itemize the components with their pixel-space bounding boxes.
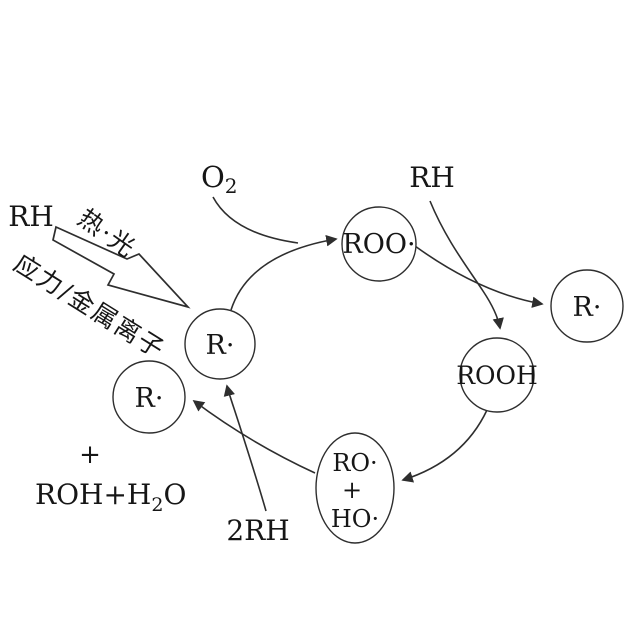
node-ro-ho: RO· + HO· [315,432,395,544]
arrow-roho-to-r-left [192,399,316,474]
arrow-2rh-to-r-main [223,384,267,512]
node-r-main-circle [184,308,256,380]
arrow-roo-to-r-branch [414,245,544,308]
node-roo: ROO· [341,206,417,282]
byproduct-roh-h2o-label: ROH+H2O [35,478,186,516]
two-rh-label: 2RH [226,514,289,547]
node-r-branch-circle [550,269,624,343]
node-rooh-label: ROOH [456,361,538,390]
node-r-main-label: R· [206,330,235,361]
node-r-left: R· [112,360,186,434]
rh-left-label: RH [8,200,54,233]
line-o2-input [212,196,299,244]
node-plus-label: + [342,476,362,504]
node-r-left-circle [112,360,186,434]
rh-top-label: RH [409,161,455,194]
node-r-branch-label: R· [573,292,602,323]
arrow-rh-to-rooh [429,200,504,330]
node-r-left-label: R· [135,383,164,414]
node-rooh: ROOH [456,337,538,413]
node-ro-ho-ellipse [315,432,395,544]
node-r-branch: R· [550,269,624,343]
node-roo-label: ROO· [342,229,415,260]
node-r-main: R· [184,308,256,380]
node-rooh-circle [459,337,535,413]
o2-label: O2 [201,160,238,198]
arrow-r-to-roo [230,234,338,311]
arrow-rooh-to-roho [401,409,488,483]
node-ho-label: HO· [331,505,379,533]
node-roo-circle [341,206,417,282]
initiation-bolt-arrow [52,225,191,309]
byproduct-plus-label: + [79,440,101,470]
node-ro-label: RO· [332,449,377,477]
